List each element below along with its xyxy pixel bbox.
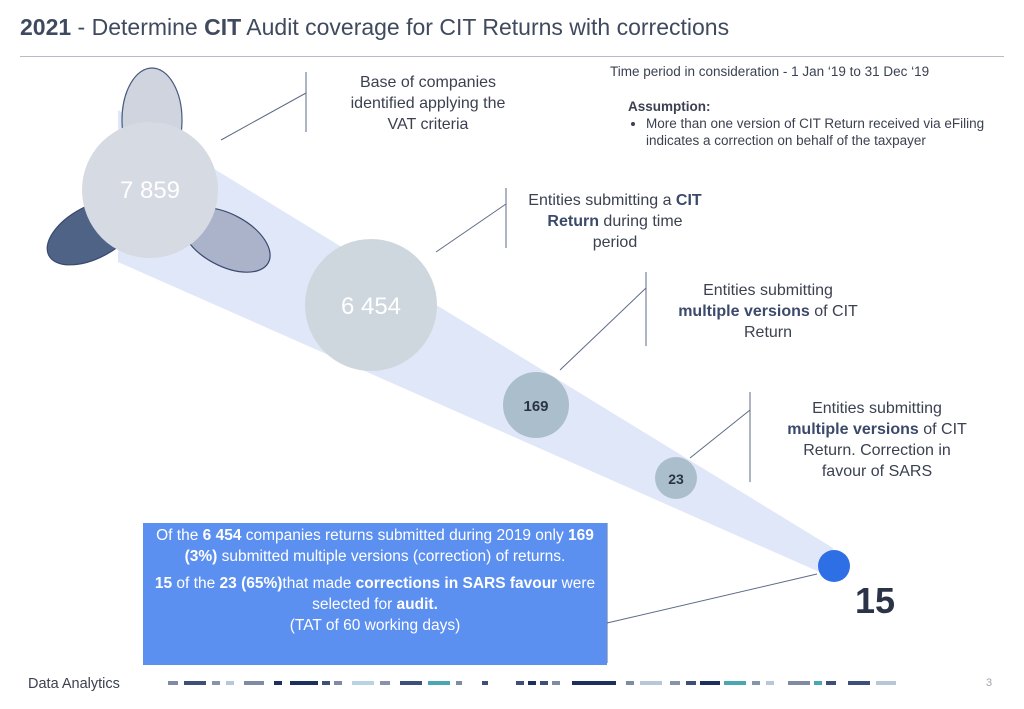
callout-line-1 [220,92,307,141]
stage-circle-5 [818,550,850,582]
stage-label-3: Entities submitting multiple versions of… [678,282,858,341]
stage-value-2: 6 454 [341,293,401,320]
page-title: 2021 - Determine CIT Audit coverage for … [20,14,730,40]
stage-value-1: 7 859 [120,177,180,204]
stage-value-3: 169 [523,398,548,415]
stage-label-1: Base of companies identified applying th… [350,74,506,133]
stage-label-2: Entities submitting a CIT Return during … [528,192,702,251]
stage-circle-4 [655,457,697,499]
page-number: 3 [986,677,993,689]
summary-box: Of the 6 454 companies returns submitted… [143,523,607,665]
stage-circle-1 [82,122,218,258]
summary-paragraph-1: Of the 6 454 companies returns submitted… [156,527,594,565]
stage-circle-2 [305,239,437,371]
funnel-shape [118,110,833,578]
final-value: 15 [855,580,896,621]
assumption-heading: Assumption: [628,99,711,114]
title-divider [20,56,1004,57]
stage-label-4: Entities submitting multiple versions of… [787,400,967,480]
assumption-block: Assumption: More than one version of CIT… [612,98,1012,149]
summary-paragraph-2: 15 of the 23 (65%)that made corrections … [154,575,596,634]
callout-line-2 [435,203,507,253]
stage-circle-3 [503,372,569,438]
callout-line-5 [606,573,818,624]
footer-label: Data Analytics [28,676,120,692]
callout-line-4 [689,409,751,459]
callout-line-3 [559,287,647,371]
assumption-bullet: More than one version of CIT Return rece… [646,115,1012,149]
time-period-note: Time period in consideration - 1 Jan ‘19… [610,64,930,79]
stage-value-4: 23 [668,471,684,487]
